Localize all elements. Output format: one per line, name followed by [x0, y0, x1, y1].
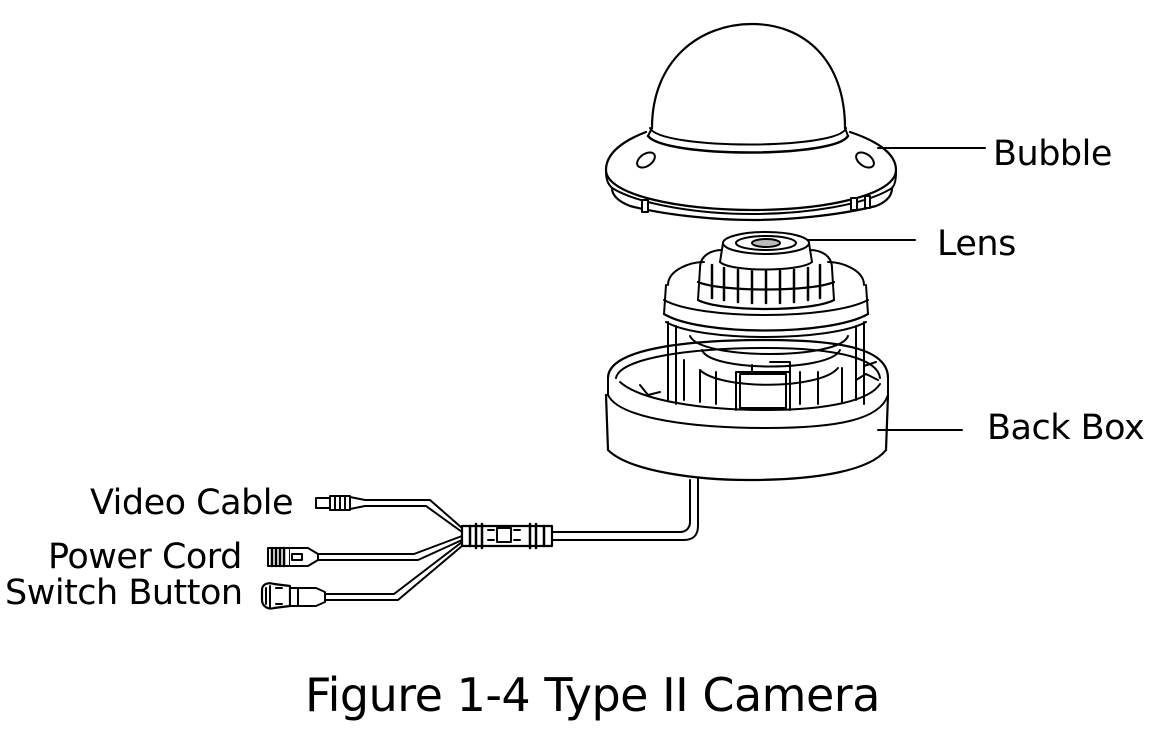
back-box-part [604, 338, 890, 482]
lens-module [662, 231, 870, 411]
cable-assembly [260, 477, 699, 610]
label-video-cable: Video Cable [90, 483, 294, 523]
label-bubble: Bubble [993, 134, 1112, 174]
label-back-box: Back Box [987, 408, 1145, 448]
label-lens: Lens [937, 224, 1016, 264]
bubble-part [604, 22, 898, 222]
label-switch-button: Switch Button [5, 573, 243, 613]
figure-caption: Figure 1-4 Type II Camera [305, 668, 880, 722]
label-power-cord: Power Cord [48, 537, 242, 577]
